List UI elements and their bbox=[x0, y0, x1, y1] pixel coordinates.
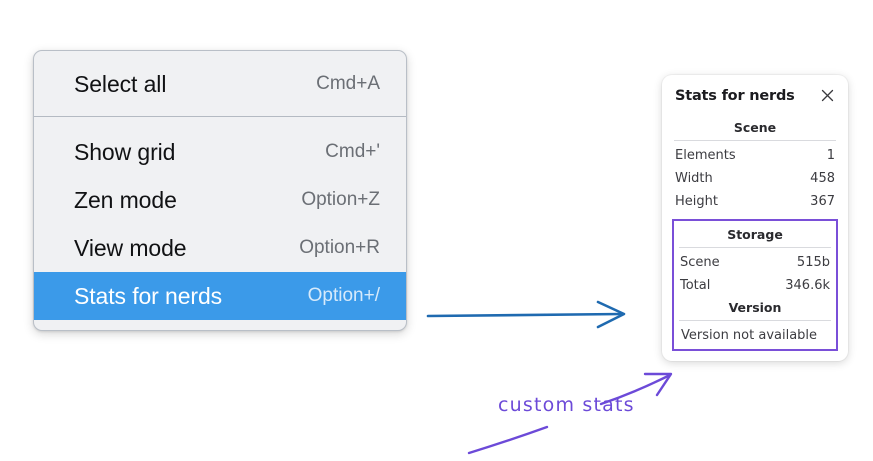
custom-stats-block: Storage Scene 515b Total 346.6k Version … bbox=[672, 219, 838, 351]
menu-item-zen-mode[interactable]: Zen mode Option+Z bbox=[34, 176, 406, 224]
menu-item-shortcut: Cmd+' bbox=[325, 141, 380, 162]
menu-item-label: Select all bbox=[74, 70, 167, 97]
context-menu[interactable]: Select all Cmd+A Show grid Cmd+' Zen mod… bbox=[33, 50, 407, 331]
stat-value: 367 bbox=[810, 194, 835, 209]
storage-heading: Storage bbox=[727, 227, 783, 242]
menu-item-shortcut: Option+Z bbox=[301, 189, 380, 210]
menu-item-label: Zen mode bbox=[74, 186, 177, 213]
stat-key: Scene bbox=[680, 255, 720, 270]
panel-header: Stats for nerds bbox=[672, 87, 838, 104]
stat-value: 1 bbox=[826, 148, 835, 163]
stat-key: Total bbox=[680, 278, 711, 293]
menu-section-2: Show grid Cmd+' Zen mode Option+Z View m… bbox=[34, 117, 406, 320]
stat-row: Height 367 bbox=[672, 190, 838, 213]
menu-item-label: Show grid bbox=[74, 138, 176, 165]
version-heading: Version bbox=[728, 300, 782, 315]
stat-value: 515b bbox=[796, 255, 830, 270]
menu-item-label: Stats for nerds bbox=[74, 282, 223, 309]
panel-title: Stats for nerds bbox=[675, 87, 795, 104]
version-rule bbox=[679, 320, 831, 321]
menu-item-label: View mode bbox=[74, 234, 187, 261]
stat-key: Width bbox=[675, 171, 713, 186]
stat-row: Width 458 bbox=[672, 167, 838, 190]
menu-item-select-all[interactable]: Select all Cmd+A bbox=[34, 60, 406, 108]
scene-section: Scene Elements 1 Width 458 Height 367 bbox=[672, 118, 838, 213]
purple-underline-stroke bbox=[467, 425, 549, 455]
annotation-label: custom stats bbox=[498, 394, 635, 416]
stat-value: 346.6k bbox=[785, 278, 830, 293]
version-section: Version Version not available bbox=[677, 297, 833, 345]
menu-item-shortcut: Cmd+A bbox=[316, 73, 380, 94]
scene-heading: Scene bbox=[733, 120, 777, 135]
stat-row: Elements 1 bbox=[672, 144, 838, 167]
menu-item-shortcut: Option+R bbox=[299, 237, 380, 258]
storage-rule bbox=[679, 247, 831, 248]
close-icon[interactable] bbox=[819, 87, 836, 104]
stat-key: Height bbox=[675, 194, 718, 209]
stat-key: Elements bbox=[675, 148, 736, 163]
menu-section-1: Select all Cmd+A bbox=[34, 51, 406, 116]
stat-value: 458 bbox=[810, 171, 835, 186]
menu-item-view-mode[interactable]: View mode Option+R bbox=[34, 224, 406, 272]
stats-for-nerds-panel: Stats for nerds Scene Elements 1 Width 4… bbox=[662, 75, 848, 361]
blue-arrow bbox=[426, 300, 626, 329]
menu-divider bbox=[34, 116, 406, 117]
stat-row: Total 346.6k bbox=[677, 274, 833, 297]
menu-item-show-grid[interactable]: Show grid Cmd+' bbox=[34, 128, 406, 176]
menu-item-stats-for-nerds[interactable]: Stats for nerds Option+/ bbox=[34, 272, 406, 320]
storage-section: Storage Scene 515b Total 346.6k bbox=[677, 224, 833, 297]
stat-row: Scene 515b bbox=[677, 251, 833, 274]
scene-rule bbox=[674, 140, 836, 141]
menu-item-shortcut: Option+/ bbox=[307, 285, 380, 306]
version-text: Version not available bbox=[681, 328, 818, 343]
